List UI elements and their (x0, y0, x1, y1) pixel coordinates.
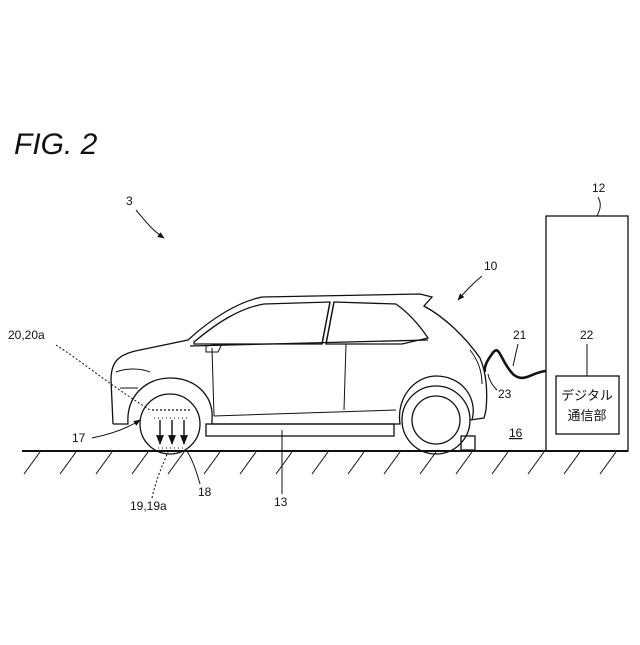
ground-pad (206, 424, 394, 436)
label-plug: 23 (498, 387, 512, 401)
digital-comm-unit (556, 376, 619, 434)
label-connector-path: 13 (274, 495, 288, 509)
label-wheel-area: 17 (72, 431, 86, 445)
ground-hatch (312, 452, 328, 474)
ground-hatch (492, 452, 508, 474)
leader-system (136, 210, 164, 238)
label-cable: 21 (513, 328, 527, 342)
label-system: 3 (126, 194, 133, 208)
label-signal-area: 18 (198, 485, 212, 499)
ground-hatch (60, 452, 76, 474)
label-detector: 20,20a (8, 328, 45, 342)
ground-hatch (96, 452, 112, 474)
ground-hatch (600, 452, 616, 474)
label-comm-unit: 22 (580, 328, 594, 342)
ground-hatch (276, 452, 292, 474)
ground-hatch (564, 452, 580, 474)
ground-hatch (348, 452, 364, 474)
label-signal-unit: 19,19a (130, 499, 167, 513)
ground-hatch (528, 452, 544, 474)
leader-cable (513, 344, 518, 366)
ground-hatch (456, 452, 472, 474)
signal-region (152, 410, 190, 448)
label-ground: 16 (509, 426, 523, 440)
leader-vehicle (458, 276, 482, 300)
leader-detector (56, 345, 150, 410)
leader-signal-unit (152, 452, 168, 498)
ground-hatch (384, 452, 400, 474)
ground-surface (22, 451, 628, 474)
figure-title: FIG. 2 (14, 128, 98, 161)
leader-plug (488, 374, 497, 390)
leader-signal-area (186, 450, 200, 484)
wheel-stop-block (461, 436, 475, 450)
comm-unit-line2: 通信部 (567, 408, 606, 423)
label-vehicle: 10 (484, 259, 498, 273)
leader-station (597, 197, 600, 216)
ground-hatch (204, 452, 220, 474)
ground-hatch (240, 452, 256, 474)
ground-hatch (168, 452, 184, 474)
comm-unit-line1: デジタル (561, 388, 613, 403)
label-station: 12 (592, 181, 606, 195)
leader-wheel-area (92, 420, 140, 438)
vehicle (111, 294, 487, 454)
ground-hatch (420, 452, 436, 474)
ground-hatch (24, 452, 40, 474)
ground-hatch (132, 452, 148, 474)
